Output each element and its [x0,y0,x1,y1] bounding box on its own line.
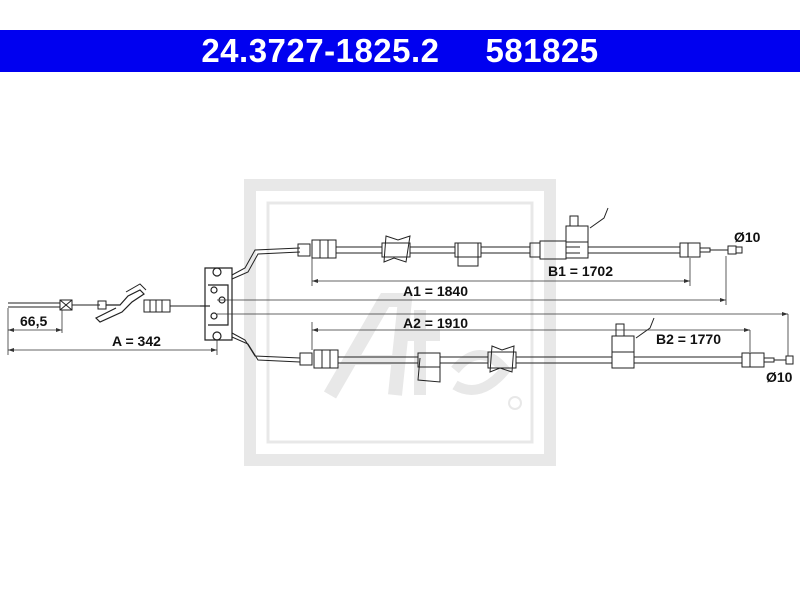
label-diameter-bottom: Ø10 [766,369,793,385]
label-offset: 66,5 [20,313,47,329]
label-a: A = 342 [112,333,161,349]
top-cable [231,207,743,280]
bottom-cable [231,317,794,383]
label-a2: A2 = 1910 [403,315,468,331]
watermark-logo [244,179,556,466]
part-number: 24.3727-1825.2 [201,32,440,69]
reference-number: 581825 [485,32,599,69]
arrowheads [8,279,788,352]
left-end-fitting [8,283,200,323]
equalizer-bracket [200,267,233,341]
label-b2: B2 = 1770 [656,331,721,347]
label-b1: B1 = 1702 [548,263,613,279]
header-bar: 24.3727-1825.2 581825 [0,30,800,72]
label-a1: A1 = 1840 [403,283,468,299]
dimension-lines [7,256,789,356]
label-diameter-top: Ø10 [734,229,761,245]
